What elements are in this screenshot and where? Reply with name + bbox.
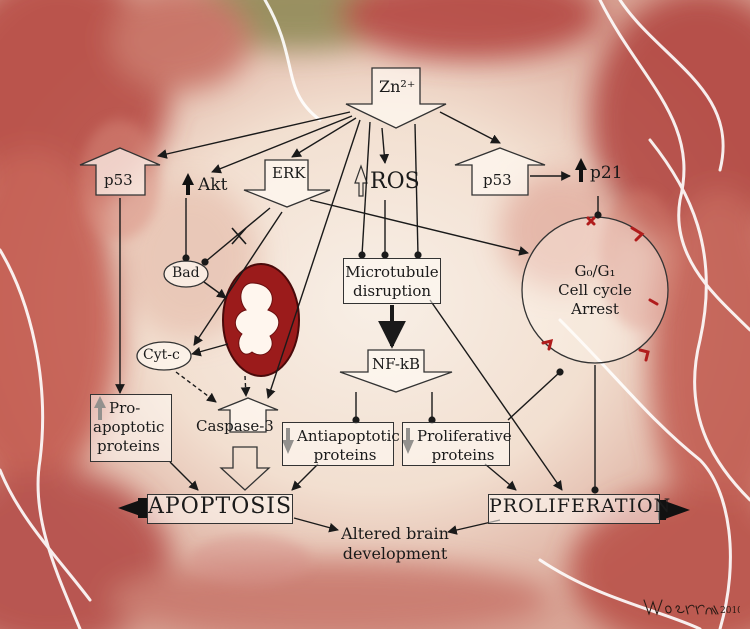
artist-signature: 2010 bbox=[643, 599, 740, 616]
cytc-node-ellipse bbox=[136, 341, 192, 371]
bad-label: Bad bbox=[172, 265, 200, 281]
proapoptotic-line3: proteins bbox=[97, 437, 160, 455]
p53-right-arrow-shape bbox=[454, 147, 546, 196]
p53-left-arrow-shape bbox=[79, 147, 161, 196]
proliferation-right-arrow-body bbox=[658, 500, 666, 520]
svg-text:2010: 2010 bbox=[720, 606, 740, 616]
proapoptotic-line2: apoptotic bbox=[93, 418, 165, 436]
cell-cycle-line1: G₀/G₁ bbox=[574, 262, 616, 280]
nfkb-label: NF-kB bbox=[372, 355, 421, 373]
cell-cycle-line2: Cell cycle bbox=[558, 281, 632, 299]
proapoptotic-line1: Pro- bbox=[109, 399, 141, 417]
proliferation-box: PROLIFERATION bbox=[488, 494, 670, 524]
erk-label: ERK bbox=[272, 164, 306, 182]
nfkb-arrow-shape bbox=[339, 349, 453, 393]
p53-right-label: p53 bbox=[483, 171, 512, 189]
p53-left-label: p53 bbox=[104, 171, 133, 189]
altered-line2: development bbox=[342, 544, 448, 563]
mitochondrion-icon bbox=[222, 263, 300, 377]
proliferative-proteins-box: Proliferative proteins bbox=[402, 422, 512, 466]
akt-label: Akt bbox=[198, 175, 228, 195]
proliferative-line2: proteins bbox=[431, 446, 495, 464]
apoptosis-left-arrow-body bbox=[138, 498, 148, 518]
p21-up-arrow bbox=[575, 158, 587, 182]
zinc-arrow-shape bbox=[345, 67, 447, 129]
erk-arrow-shape bbox=[243, 159, 331, 208]
apoptosis-box: APOPTOSIS bbox=[147, 494, 293, 524]
arrest-marks bbox=[541, 216, 659, 362]
zinc-label: Zn²⁺ bbox=[379, 77, 416, 96]
cytc-label: Cyt-c bbox=[143, 347, 180, 363]
microtubule-line1: Microtubule bbox=[345, 263, 439, 281]
cell-cycle-line3: Arrest bbox=[571, 300, 619, 318]
inhibition-cross bbox=[231, 227, 247, 245]
caspase-to-apoptosis-arrow bbox=[219, 446, 271, 491]
ros-up-arrow bbox=[354, 164, 368, 197]
microtubule-disruption-box: Microtubule disruption bbox=[343, 258, 441, 304]
antiapoptotic-line1: Antiapoptotic bbox=[297, 427, 400, 445]
p21-label: p21 bbox=[590, 163, 623, 183]
ros-label: ROS bbox=[370, 169, 420, 194]
antiapoptotic-proteins-box: Antiapoptotic proteins bbox=[282, 422, 400, 466]
antiapoptotic-line2: proteins bbox=[313, 446, 377, 464]
altered-brain-development-label: Altered brain development bbox=[330, 524, 460, 564]
altered-line1: Altered brain bbox=[341, 524, 449, 543]
caspase-arrow-shape bbox=[217, 397, 279, 433]
caspase-label: Caspase-3 bbox=[196, 417, 274, 435]
proliferation-right-arrow bbox=[662, 500, 690, 520]
proliferative-line1: Proliferative bbox=[417, 427, 512, 445]
cell-cycle-label: G₀/G₁ Cell cycle Arrest bbox=[545, 262, 645, 319]
akt-up-arrow bbox=[182, 173, 194, 195]
microtubule-line2: disruption bbox=[352, 282, 432, 300]
proapoptotic-proteins-box: Pro- apoptotic proteins bbox=[90, 394, 172, 462]
